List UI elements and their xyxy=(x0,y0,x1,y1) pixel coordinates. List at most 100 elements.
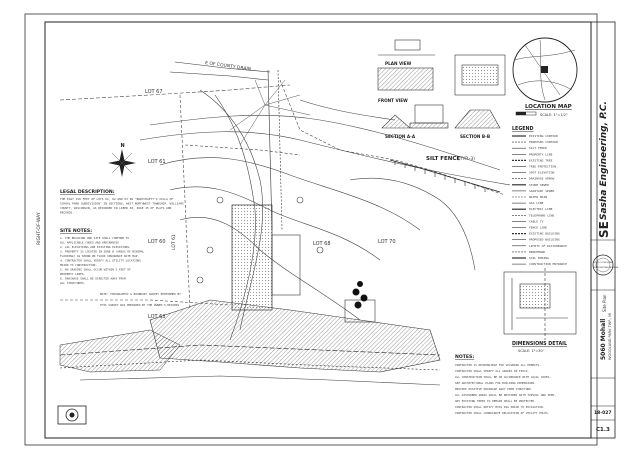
road-label: E OF COUNTY DRAIN xyxy=(205,60,252,72)
detail-plan-view-shape xyxy=(377,67,434,91)
location-map-circle xyxy=(512,37,578,103)
legend-item-label: SILT FENCE xyxy=(529,146,547,150)
detail-drawings xyxy=(377,39,506,129)
tree-symbol xyxy=(360,294,368,302)
lot-63-label: LOT 63 xyxy=(148,314,166,320)
building-footprint xyxy=(231,204,273,311)
lot-61-label: LOT 61 xyxy=(148,159,166,165)
site-plan-drawing xyxy=(59,61,511,386)
site-note: FLOODING) AS SHOWN ON FLOOD INSURANCE RA… xyxy=(60,254,139,258)
legend-item-label: DRAINAGE ARROW xyxy=(529,177,554,181)
detail-entrance-box xyxy=(454,54,506,96)
tree-symbols xyxy=(196,196,368,309)
title-block: Sasha Engineering, P.C. SE STATE OF MICH… xyxy=(590,21,619,439)
site-note: 4. CONTRACTOR SHALL VERIFY ALL UTILITY L… xyxy=(60,259,141,263)
legend-item-label: SOIL BORING xyxy=(529,256,549,260)
spot-grade-lines xyxy=(229,79,311,146)
contour-2 xyxy=(139,131,511,186)
location-map: LOCATION MAP SCALE: 1"=1/2" xyxy=(512,37,578,117)
drain-vertical xyxy=(267,69,273,231)
lot-label-vertical: LOT 61 xyxy=(171,234,177,250)
lot-line-south xyxy=(60,299,231,306)
legend-item-label: TELEPHONE LINE xyxy=(529,213,554,217)
lot-line-north xyxy=(59,84,291,101)
front-view-label: FRONT VIEW xyxy=(378,98,408,103)
note-item: CONTRACTOR IS RESPONSIBLE FOR SECURING A… xyxy=(455,363,541,367)
legal-description-block: LEGAL DESCRIPTION: THE EAST 150 FEET OF … xyxy=(60,189,184,215)
note-item: CONTRACTOR SHALL VERIFY ALL GRADES IN FI… xyxy=(455,369,529,373)
legend-item-label: EXISTING TREE xyxy=(529,158,553,162)
utility-line-1 xyxy=(59,344,441,356)
firm-badge-icon xyxy=(57,405,87,425)
section-a-label: SECTION A-A xyxy=(385,134,416,139)
site-note: 5. NO GRADING SHALL OCCUR WITHIN 5 FEET … xyxy=(60,268,131,272)
note-item: CONTRACTOR SHALL COORDINATE RELOCATION O… xyxy=(455,411,550,415)
tree-symbol-open xyxy=(196,276,204,284)
seal-subtext: PROFESSIONAL ENGINEER xyxy=(594,266,619,269)
site-note: PROPERTY LINES. xyxy=(60,272,86,276)
legend-item-label: EXISTING BUILDING xyxy=(529,232,560,236)
legal-line: SCHOOL PARK SUBDIVISION" IN SECTIONS, WE… xyxy=(60,202,184,206)
legend-item-label: CABLE TV xyxy=(529,219,544,223)
legend-item-label: PROPOSED CONTOUR xyxy=(529,140,558,144)
survey-note: THIS SURVEY WAS PREPARED BY THE OWNER'S … xyxy=(100,303,179,307)
site-note: ALL STRUCTURES. xyxy=(60,281,86,285)
job-number: 18-027 xyxy=(594,410,612,416)
location-map-scale: SCALE: 1"=1/2" xyxy=(540,113,568,117)
site-note: ALL APPLICABLE CODES AND ORDINANCES xyxy=(60,241,119,245)
sheet-type: Site Plan xyxy=(602,294,607,312)
plan-view-label: PLAN VIEW xyxy=(385,61,412,66)
site-note: 3. PROPERTY IS LOCATED IN ZONE B (AREAS … xyxy=(60,250,145,254)
dimensions-detail-scale: SCALE: 1"=30' xyxy=(518,349,544,353)
location-map-label: LOCATION MAP xyxy=(525,104,572,110)
dimensions-detail-building xyxy=(519,283,551,309)
legend-item-label: EXISTING CONTOUR xyxy=(529,134,558,138)
site-notes-block: SITE NOTES: 1. THE BUILDING AND SITE SHA… xyxy=(60,228,181,307)
survey-note: NOTE: TOPOGRAPHIC & BOUNDARY SURVEY PERF… xyxy=(100,292,181,296)
legend-item-label: GAS LINE xyxy=(529,201,544,205)
detail-front-view-base xyxy=(409,122,449,129)
detail-front-view-shape xyxy=(414,104,444,124)
legend-item-label: PROPOSED BUILDING xyxy=(529,238,560,242)
lot-line-west xyxy=(179,94,191,311)
north-symbol: N xyxy=(121,143,125,149)
section-a-shape xyxy=(381,114,411,129)
title-block-frame xyxy=(590,21,616,439)
legend-item-label: LIMITS OF DISTURBANCE xyxy=(529,244,567,248)
seal-text: STATE OF MICHIGAN xyxy=(594,261,614,264)
legend-item-label: STORM SEWER xyxy=(529,183,549,187)
contour-3 xyxy=(159,157,421,231)
note-item: ANY EXISTING TREES TO REMAIN SHALL BE PR… xyxy=(455,399,536,403)
tree-symbol-open xyxy=(206,246,214,254)
site-notes-heading: SITE NOTES: xyxy=(60,228,92,234)
legend-block: LEGEND EXISTING CONTOUR PROPOSED CONTOUR S… xyxy=(512,126,567,266)
legend-item-label: WATER MAIN xyxy=(529,195,547,199)
outer-border xyxy=(24,13,598,446)
legend-item-label: SANITARY SEWER xyxy=(529,189,554,193)
lot-line-mid xyxy=(184,144,301,156)
dimensions-detail xyxy=(503,268,577,340)
lot-67-label: LOT 67 xyxy=(145,89,163,95)
project-location: WOODLAND PARK TWP., MI xyxy=(608,313,612,360)
legend-item-label: FENCE LINE xyxy=(529,226,547,230)
notes-heading: NOTES: xyxy=(455,354,474,360)
sheet-number: C1.3 xyxy=(596,427,610,433)
site-note: 2. ALL ELEVATIONS ARE EXISTING ELEVATION… xyxy=(60,245,131,249)
tree-symbol xyxy=(357,281,363,287)
legend-item-label: TREE PROTECTION xyxy=(529,165,556,169)
note-item: ALL DISTURBED AREAS SHALL BE RESTORED WI… xyxy=(455,393,556,397)
legend-heading: LEGEND xyxy=(512,126,534,132)
firm-monogram: SE xyxy=(597,221,611,238)
lot-68-label: LOT 68 xyxy=(313,241,331,247)
note-item: PROVIDE POSITIVE DRAINAGE AWAY FROM STRU… xyxy=(455,387,533,391)
contour-1 xyxy=(149,115,501,171)
legal-description-heading: LEGAL DESCRIPTION: xyxy=(60,189,115,195)
north-arrow-icon: N xyxy=(108,143,136,177)
legend-item-label: CONSTRUCTION ENTRANCE xyxy=(529,262,567,266)
tree-symbol xyxy=(352,288,360,296)
utility-line-2 xyxy=(59,359,441,371)
silt-fence-ticks xyxy=(394,161,486,192)
note-item: CONTRACTOR SHALL NOTIFY MISS DIG PRIOR T… xyxy=(455,405,545,409)
driveway xyxy=(271,234,301,296)
project-name: 5060 Mohall xyxy=(600,319,607,360)
